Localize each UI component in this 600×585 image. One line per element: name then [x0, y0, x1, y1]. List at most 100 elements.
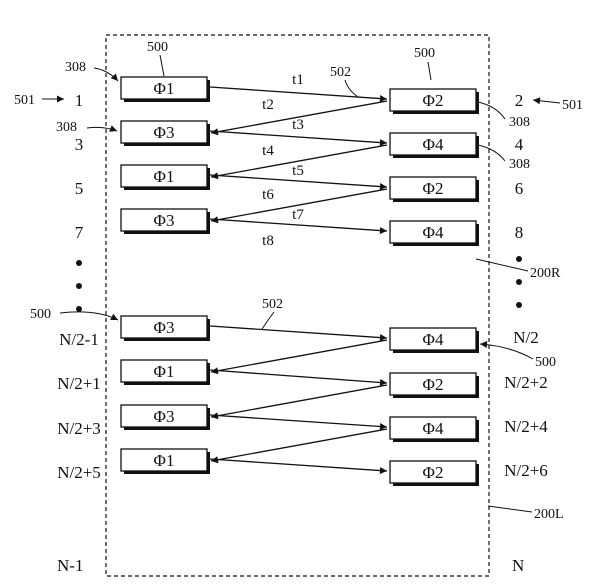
transfer-arrows — [209, 86, 388, 475]
right-phase-box-6-label: Φ2 — [423, 375, 444, 394]
arrow-right-3 — [209, 174, 388, 191]
leader-308-left-2 — [86, 125, 118, 132]
left-phase-box-4: Φ3 — [120, 208, 210, 234]
ref-500-mid-left: 500 — [30, 307, 51, 322]
leader-500-top-right — [427, 61, 432, 81]
arrow-right-7 — [209, 414, 388, 431]
left-row-label-1: 1 — [75, 91, 84, 110]
left-phase-box-5-frame — [120, 315, 208, 339]
right-ellipsis — [516, 256, 522, 308]
left-row-label-3: 5 — [75, 179, 84, 198]
left-phase-box-7-frame — [120, 404, 208, 428]
time-label-7: t7 — [292, 207, 304, 223]
leader-501-right — [532, 97, 561, 105]
arrow-right-1 — [209, 86, 388, 103]
arrow-left-3 — [210, 188, 388, 224]
left-phase-box-8-frame — [120, 448, 208, 472]
leader-308-top — [93, 67, 119, 82]
left-phase-box-6: Φ1 — [120, 359, 210, 385]
ref-308-right-1: 308 — [509, 115, 530, 130]
left-phase-box-6-frame — [120, 359, 208, 383]
ref-502-top: 502 — [330, 65, 351, 80]
arrow-left-5 — [210, 339, 388, 375]
leader-500-top-left — [159, 54, 165, 77]
arrow-right-4 — [209, 218, 388, 235]
bottom-right-label: N — [512, 556, 524, 575]
arrow-left-1 — [210, 100, 388, 136]
left-phase-box-3-frame — [120, 164, 208, 188]
arrow-right-2 — [209, 130, 388, 147]
left-phase-box-4-frame — [120, 208, 208, 232]
left-ellipsis — [76, 260, 82, 312]
time-label-1: t1 — [292, 72, 304, 88]
left-phase-box-3-label: Φ1 — [154, 167, 175, 186]
ref-308-top: 308 — [65, 60, 86, 75]
arrow-left-7 — [210, 428, 388, 464]
leader-502-mid — [261, 311, 275, 330]
leader-500-mid-left — [59, 311, 119, 321]
right-phase-box-1-frame — [389, 88, 477, 112]
right-phase-box-7-frame — [389, 416, 477, 440]
time-label-5: t5 — [292, 163, 304, 179]
left-phase-box-2-label: Φ3 — [154, 123, 175, 142]
right-row-label-5: N/2 — [513, 328, 539, 347]
left-phase-box-6-label: Φ1 — [154, 362, 175, 381]
region-boundary — [105, 34, 490, 577]
leader-308-right-2 — [477, 144, 506, 162]
right-phase-box-4-label: Φ4 — [423, 223, 444, 242]
ref-500-top-left: 500 — [147, 40, 168, 55]
ref-200L: 200L — [534, 507, 564, 522]
right-row-label-1: 2 — [515, 91, 524, 110]
leader-502-top — [344, 79, 359, 98]
left-phase-box-1-label: Φ1 — [154, 79, 175, 98]
arrow-right-6 — [209, 369, 388, 386]
right-row-label-4: 8 — [515, 223, 524, 242]
arrow-left-2 — [210, 144, 388, 180]
left-phase-box-7: Φ3 — [120, 404, 210, 430]
right-phase-box-8: Φ2 — [389, 460, 479, 486]
ref-500-top-right: 500 — [414, 46, 435, 61]
right-phase-box-6: Φ2 — [389, 372, 479, 398]
left-phase-box-8-label: Φ1 — [154, 451, 175, 470]
left-phase-box-5-label: Φ3 — [154, 318, 175, 337]
ref-308-left-2: 308 — [56, 120, 77, 135]
time-label-3: t3 — [292, 117, 304, 133]
ref-200R: 200R — [530, 266, 561, 281]
right-phase-box-8-frame — [389, 460, 477, 484]
right-phase-box-4: Φ4 — [389, 220, 479, 246]
left-phase-box-8: Φ1 — [120, 448, 210, 474]
leader-308-right-1 — [477, 101, 506, 120]
ref-308-right-2: 308 — [509, 157, 530, 172]
leader-500-mid-right — [479, 340, 534, 360]
left-phase-box-7-label: Φ3 — [154, 407, 175, 426]
left-phase-box-2-frame — [120, 120, 208, 144]
left-phase-box-4-label: Φ3 — [154, 211, 175, 230]
right-phase-box-2-frame — [389, 132, 477, 156]
ref-502-mid: 502 — [262, 297, 283, 312]
right-phase-box-7-label: Φ4 — [423, 419, 444, 438]
right-phase-box-5-frame — [389, 327, 477, 351]
left-phase-box-5: Φ3 — [120, 315, 210, 341]
right-phase-box-2: Φ4 — [389, 132, 479, 158]
right-phase-box-5-label: Φ4 — [423, 330, 444, 349]
right-phase-box-3-frame — [389, 176, 477, 200]
leader-200R — [475, 258, 529, 272]
right-phase-box-2-label: Φ4 — [423, 135, 444, 154]
leader-200L — [487, 505, 533, 513]
left-row-label-2: 3 — [75, 135, 84, 154]
right-row-label-8: N/2+6 — [504, 461, 548, 480]
right-phase-box-1: Φ2 — [389, 88, 479, 114]
arrow-left-6 — [210, 384, 388, 420]
right-phase-box-4-frame — [389, 220, 477, 244]
right-phase-box-5: Φ4 — [389, 327, 479, 353]
time-label-6: t6 — [262, 187, 274, 203]
time-label-2: t2 — [262, 97, 274, 113]
ref-501-left: 501 — [14, 93, 35, 108]
ref-501-right: 501 — [562, 98, 583, 113]
time-label-4: t4 — [262, 143, 274, 159]
right-row-label-3: 6 — [515, 179, 524, 198]
